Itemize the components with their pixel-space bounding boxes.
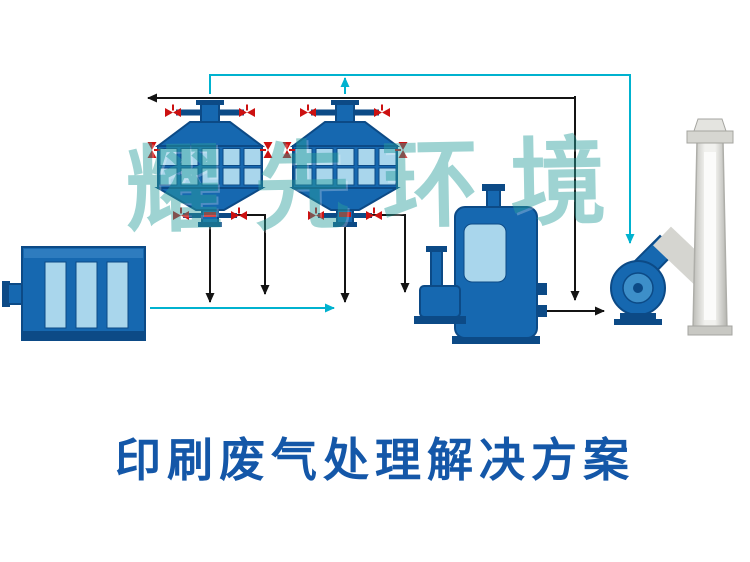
- activated-carbon-filter-box: [2, 246, 146, 341]
- circulation-pump: [414, 246, 466, 324]
- treatment-tank: [452, 184, 547, 344]
- process-flow-diagram: [2, 74, 734, 344]
- filter1-side-drop: [218, 214, 270, 295]
- filter-unit-1: [148, 100, 273, 227]
- exhaust-chimney: [653, 118, 734, 336]
- recirculation-line-cyan: [209, 74, 635, 244]
- page-title: 印刷废气处理解决方案: [115, 435, 635, 486]
- filter-unit-2: [283, 100, 408, 227]
- filter2-side-drop: [358, 214, 410, 293]
- flow-arrows: [147, 74, 635, 316]
